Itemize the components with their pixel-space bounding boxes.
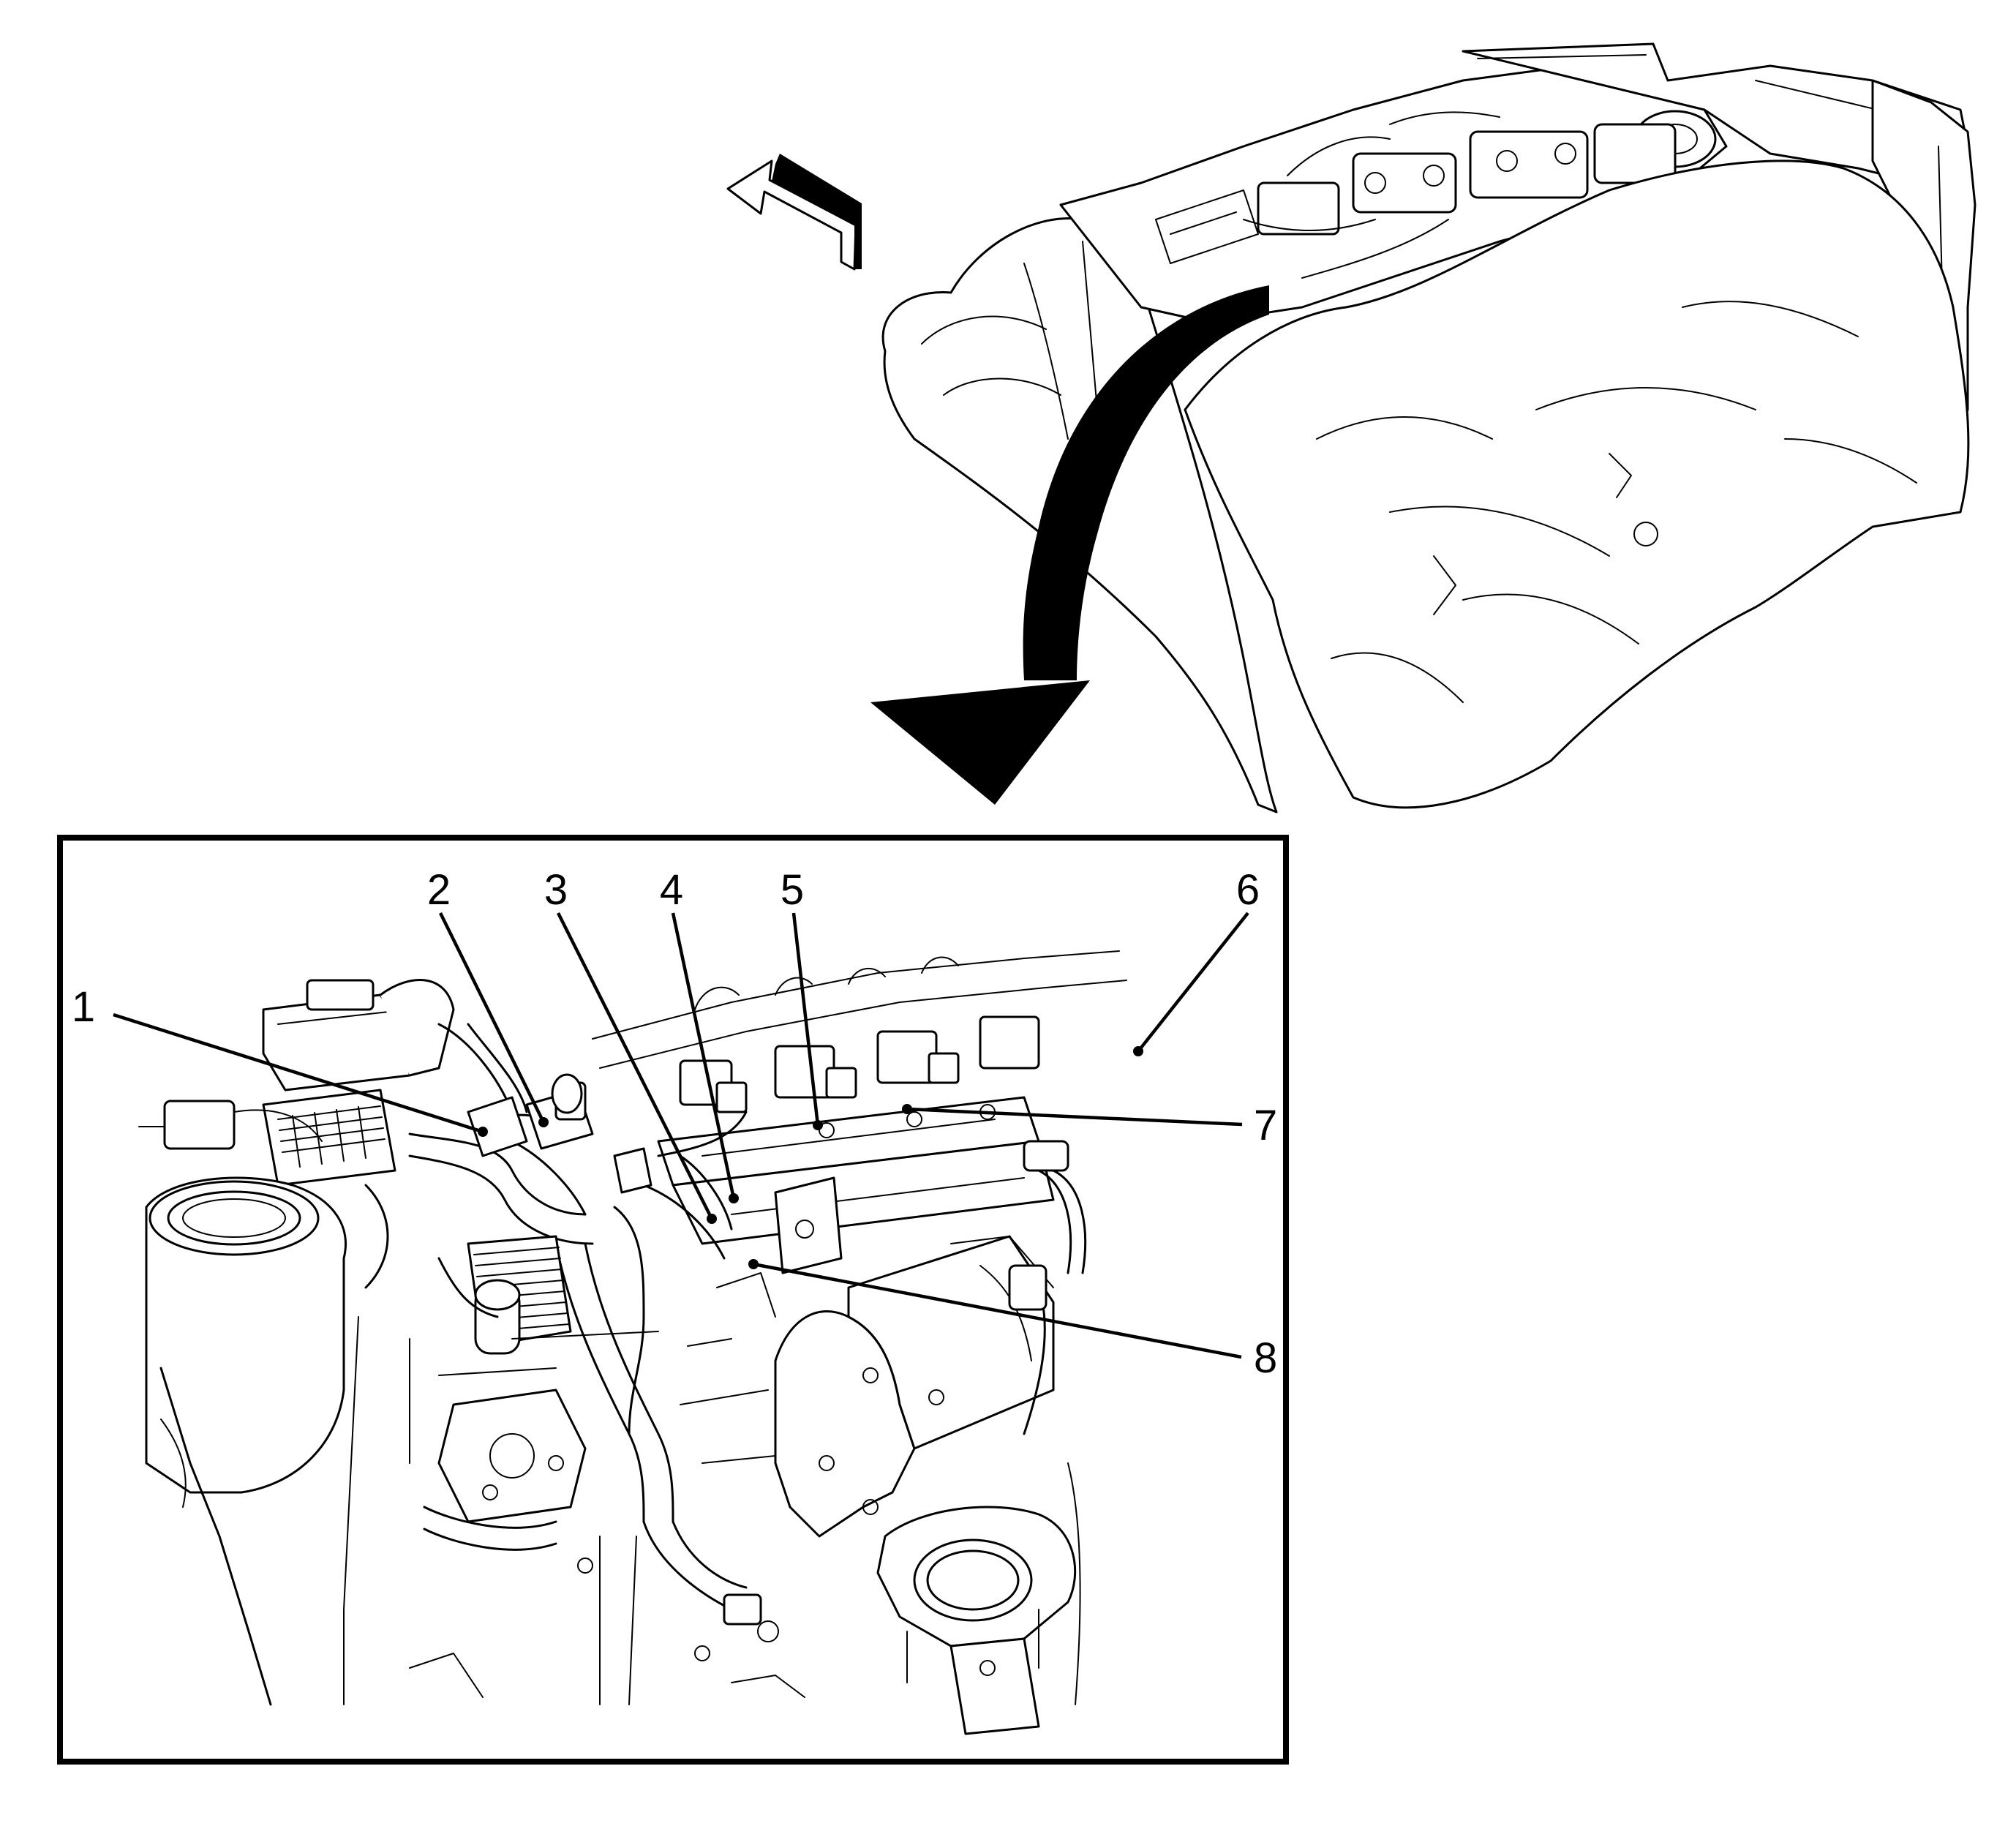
relay-box [262, 979, 455, 1092]
vehicle-overview [881, 42, 1976, 814]
strut-tower [145, 1176, 347, 1494]
engine-detail-drawing [138, 950, 1127, 1735]
engine-overview [1155, 111, 1677, 279]
front-direction-arrow-icon [726, 154, 862, 271]
detail-view-frame [57, 835, 1289, 1765]
callout-6: 6 [1236, 866, 1260, 914]
coolant-housing [437, 1389, 587, 1523]
harness-connectors [467, 1073, 652, 1194]
callout-1: 1 [72, 983, 95, 1031]
exhaust-flange [876, 1506, 1077, 1735]
callout-5: 5 [781, 866, 804, 914]
fuse-block [262, 1089, 396, 1187]
oil-cooler [467, 1235, 572, 1355]
callout-leaders [113, 912, 1249, 1359]
callout-2: 2 [427, 866, 451, 914]
ignition-coils [679, 1015, 1040, 1113]
exhaust-heat-shield [774, 1235, 1055, 1538]
callout-8: 8 [1254, 1334, 1277, 1382]
callout-4: 4 [660, 866, 683, 914]
callout-7: 7 [1254, 1102, 1277, 1149]
zoom-detail-arrow-icon [870, 285, 1269, 805]
callout-labels: 1 2 3 4 5 6 7 8 [72, 866, 1277, 1382]
callout-3: 3 [544, 866, 568, 914]
